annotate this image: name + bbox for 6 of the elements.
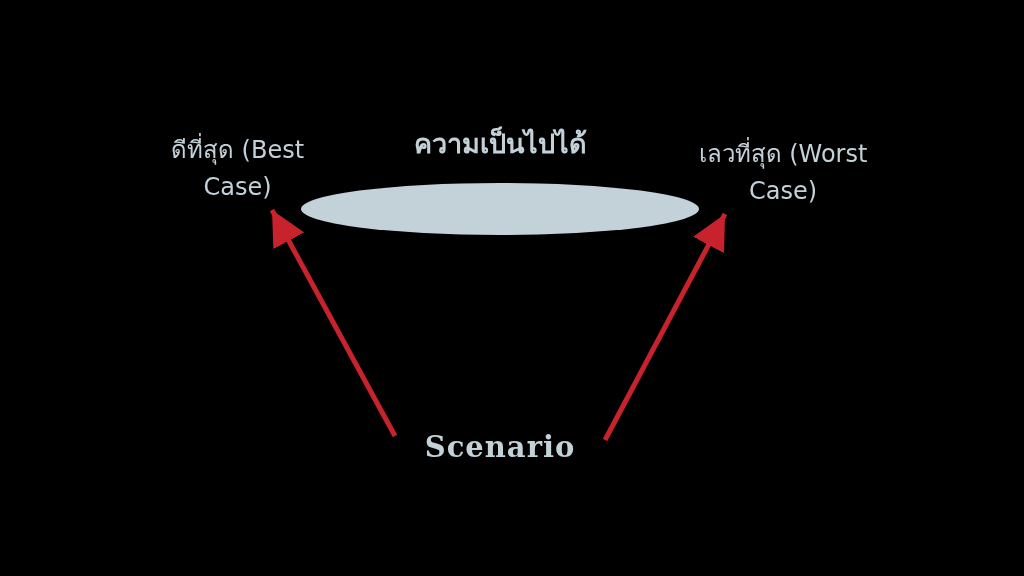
arrow bbox=[602, 212, 728, 442]
scenario-label: Scenario bbox=[424, 430, 576, 464]
case-label: ดีที่สุด (Best Case) bbox=[150, 132, 325, 206]
case-label: เลวที่สุด (Worst Case) bbox=[690, 136, 876, 210]
arrow bbox=[269, 208, 398, 438]
heading: ความเป็นไปได้ bbox=[413, 125, 587, 161]
